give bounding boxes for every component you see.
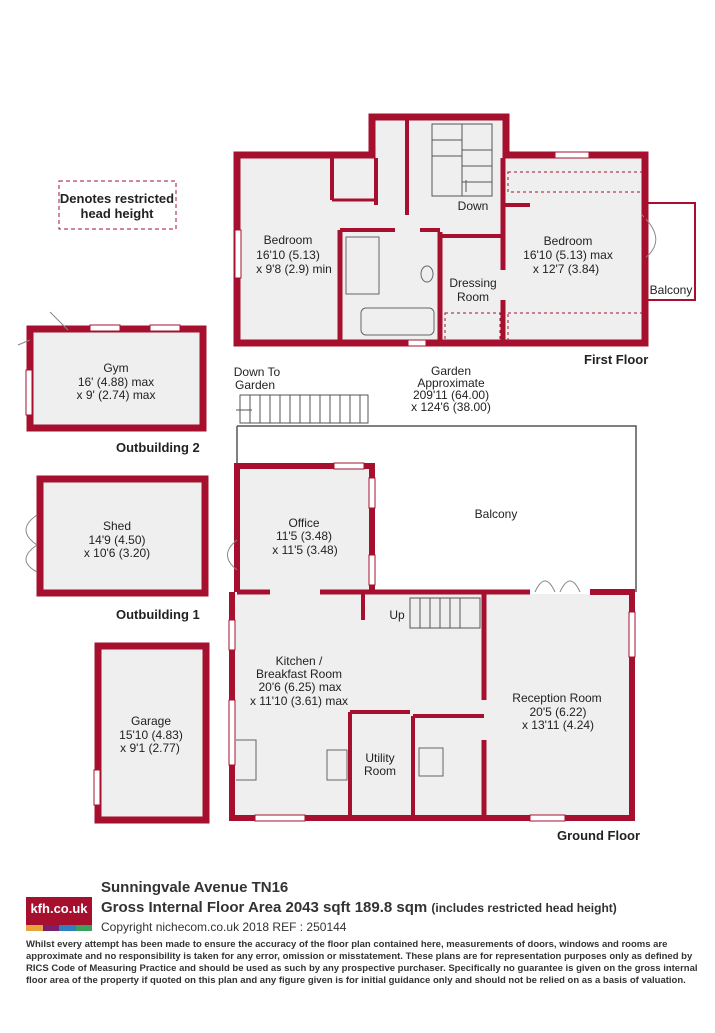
down-to-garden-line2: Garden (235, 378, 275, 392)
garden-line4: x 124'6 (38.00) (411, 400, 491, 414)
copyright: Copyright nichecom.co.uk 2018 REF : 2501… (101, 920, 347, 934)
garden-area: Down To Garden Garden Approximate 209'11… (234, 364, 637, 592)
fl-bedroom-left-name: Bedroom (264, 233, 313, 247)
first-floor-balcony-label: Balcony (650, 283, 693, 297)
first-floor-stairs-label: Down (458, 199, 489, 213)
gym-dim2: x 9' (2.74) max (77, 388, 156, 402)
outbuilding-2: Gym 16' (4.88) max x 9' (2.74) max Outbu… (17, 311, 207, 455)
fl-bedroom-right-dim1: 16'10 (5.13) max (523, 248, 613, 262)
ground-floor-plan: Up Balcony Office 11'5 (3.48) x 11'5 (3.… (227, 462, 640, 843)
reception-name: Reception Room (512, 691, 601, 705)
dressing-room-line1: Dressing (449, 276, 496, 290)
restricted-head-height-legend: Denotes restricted head height (58, 180, 177, 230)
utility-line1: Utility (365, 751, 394, 765)
fl-bedroom-left-dim1: 16'10 (5.13) (256, 248, 320, 262)
reception-dim1: 20'5 (6.22) (530, 705, 587, 719)
office-dim2: x 11'5 (3.48) (272, 543, 337, 557)
fl-bedroom-left-dim2: x 9'8 (2.9) min (256, 262, 332, 276)
garage-dim1: 15'10 (4.83) (119, 728, 183, 742)
shed-dim2: x 10'6 (3.20) (84, 546, 150, 560)
garden-line3: 209'11 (64.00) (413, 388, 489, 402)
fl-bedroom-right-dim2: x 12'7 (3.84) (533, 262, 599, 276)
gia-main: Gross Internal Floor Area 2043 sqft 189.… (101, 899, 428, 916)
ground-floor-title: Ground Floor (557, 828, 640, 843)
first-floor-title: First Floor (584, 352, 648, 367)
garden-line2: Approximate (417, 376, 485, 390)
outbuilding-1-title: Outbuilding 1 (116, 607, 200, 622)
dressing-room-line2: Room (457, 290, 489, 304)
garage-dim2: x 9'1 (2.77) (120, 741, 180, 755)
down-to-garden-line1: Down To (234, 365, 281, 379)
gym-name: Gym (103, 361, 128, 375)
fl-bedroom-right-name: Bedroom (544, 234, 593, 248)
ground-floor-stairs-label: Up (389, 608, 405, 622)
garden-line1: Garden (431, 364, 471, 378)
ground-balcony-label: Balcony (475, 507, 518, 521)
outbuilding-1: Shed 14'9 (4.50) x 10'6 (3.20) Outbuildi… (25, 475, 209, 622)
legend-text-2: head height (81, 206, 155, 221)
logo-stripes (26, 925, 92, 931)
gym-dim1: 16' (4.88) max (78, 375, 154, 389)
garage-name: Garage (131, 714, 171, 728)
kitchen-dim1: 20'6 (6.25) max (259, 680, 342, 694)
property-address: Sunningvale Avenue TN16 (101, 879, 289, 896)
utility-line2: Room (364, 764, 396, 778)
kfh-logo: kfh.co.uk (26, 897, 92, 931)
kitchen-dim2: x 11'10 (3.61) max (250, 694, 348, 708)
kitchen-line2: Breakfast Room (256, 667, 342, 681)
legend-text-1: Denotes restricted (60, 191, 174, 206)
office-name: Office (288, 516, 319, 530)
disclaimer: Whilst every attempt has been made to en… (26, 939, 698, 986)
floor-plan: Denotes restricted head height Down (17, 113, 696, 843)
kitchen-line1: Kitchen / (276, 654, 323, 668)
gia-note: (includes restricted head height) (431, 901, 617, 915)
office-dim1: 11'5 (3.48) (276, 529, 332, 543)
logo-text: kfh.co.uk (30, 901, 88, 916)
gross-internal-area: Gross Internal Floor Area 2043 sqft 189.… (101, 899, 617, 916)
reception-dim2: x 13'11 (4.24) (522, 718, 594, 732)
garage: Garage 15'10 (4.83) x 9'1 (2.77) (93, 642, 210, 824)
outbuilding-2-title: Outbuilding 2 (116, 440, 200, 455)
shed-dim1: 14'9 (4.50) (89, 533, 146, 547)
first-floor-plan: Down Bedroom 16'10 (5.13) x 9'8 (2.9) mi… (233, 113, 696, 367)
shed-name: Shed (103, 519, 131, 533)
